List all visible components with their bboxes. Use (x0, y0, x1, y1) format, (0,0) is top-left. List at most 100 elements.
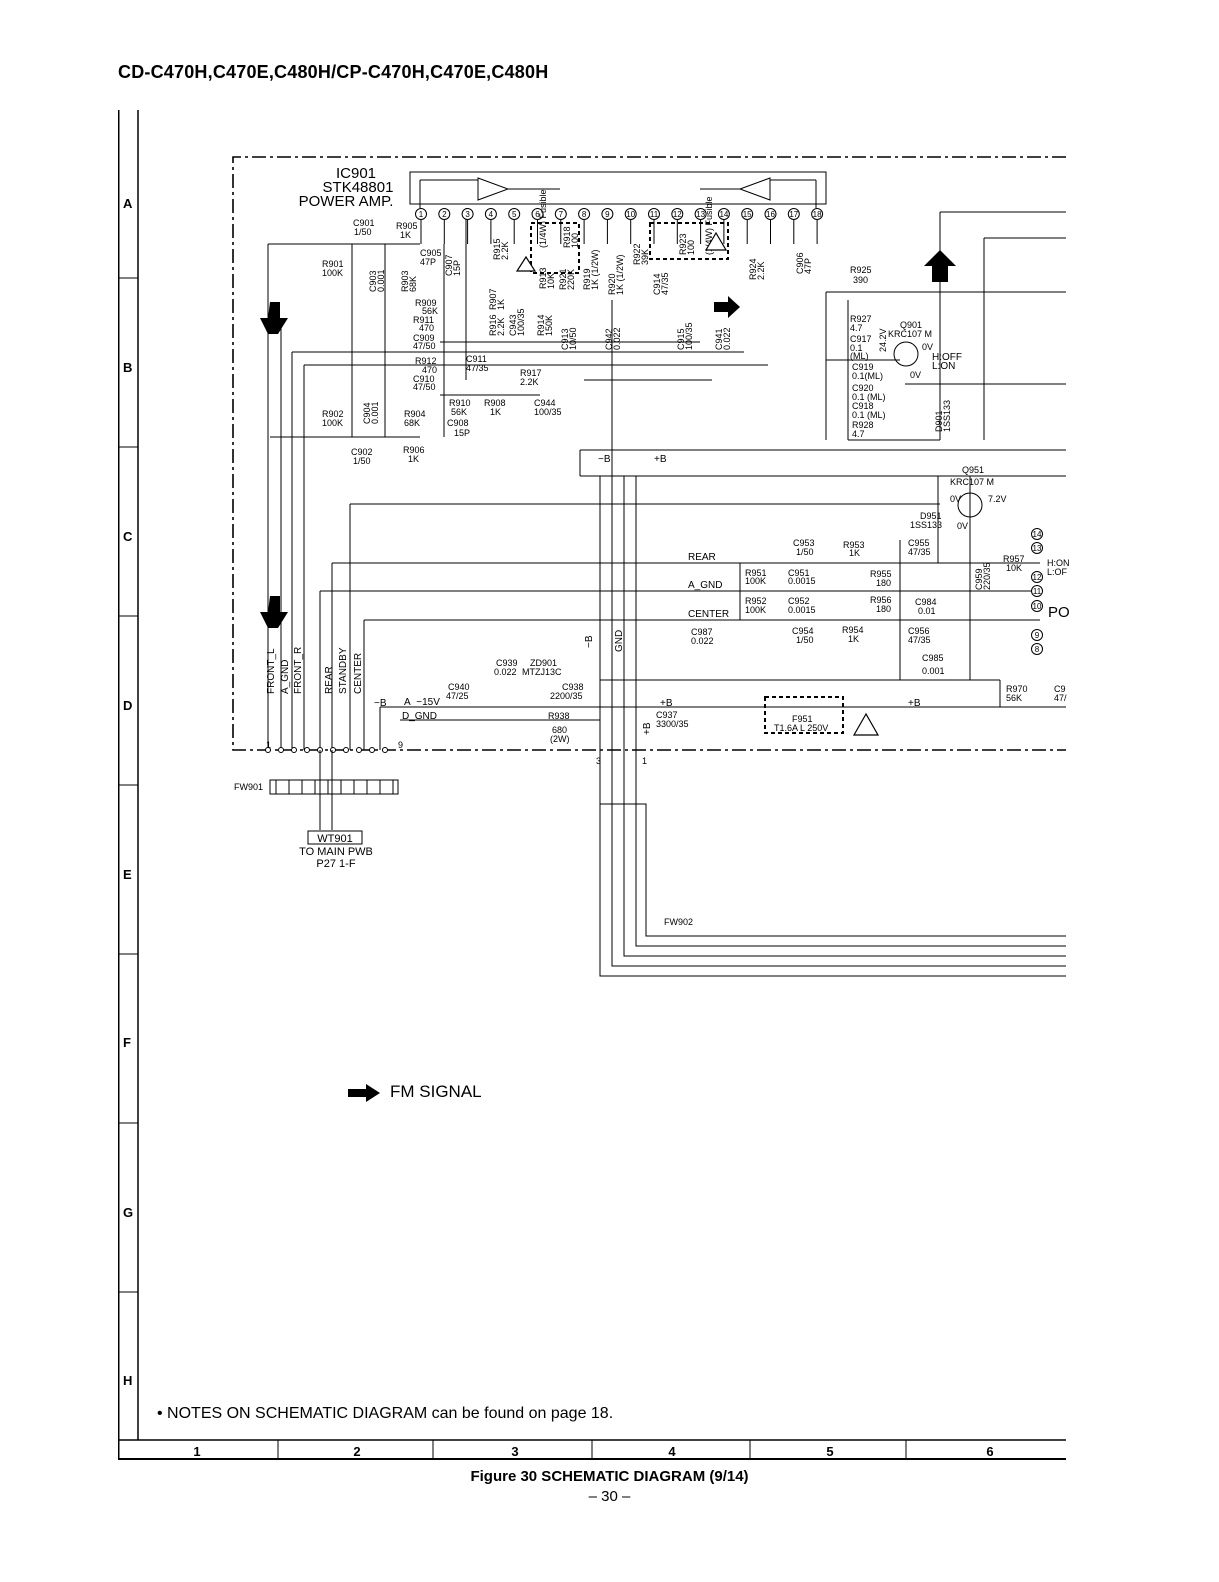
row-label-e: E (123, 867, 132, 882)
right-pin-circle (1031, 571, 1043, 583)
label-fw901: FW901 (234, 782, 263, 792)
label-r902: R902 (322, 409, 344, 419)
label-c915v: 100/35 (684, 322, 694, 350)
label-f951: F951 (792, 714, 813, 724)
right-pin-circle (1031, 643, 1043, 655)
label-c901: C901 (353, 218, 375, 228)
label-r957v: 10K (1006, 563, 1022, 573)
right-pin-number: 9 (1035, 631, 1040, 640)
pin-9: 9 (398, 740, 403, 750)
label-c906v: 47P (803, 258, 813, 274)
right-pin-number: 13 (1033, 544, 1042, 553)
label-r918v: 100 (570, 233, 580, 248)
ic-pin-circle (461, 208, 474, 220)
label-to-main-pwb: TO MAIN PWB (299, 846, 373, 858)
label-r907v: 1K (496, 299, 506, 310)
label-minus-b-bottom: −B (374, 698, 387, 709)
label-c915: C915 (676, 328, 686, 350)
label-r951v: 100K (745, 576, 766, 586)
label-c987: C987 (691, 627, 713, 637)
label-r956: R956 (870, 595, 892, 605)
label-agnd: A_GND (688, 580, 722, 591)
label-q901: Q901 (900, 320, 922, 330)
label-r908v: 1K (490, 407, 501, 417)
label-r904: R904 (404, 409, 426, 419)
label-q951v: KRC107 M (950, 477, 994, 487)
ic-pin-number: 1 (419, 210, 424, 219)
label-fw902: FW902 (664, 917, 693, 927)
label-c913v: 10/50 (568, 327, 578, 350)
label-r928v: 4.7 (852, 429, 865, 439)
label-c938: C938 (562, 682, 584, 692)
label-c937: C937 (656, 710, 678, 720)
label-c942: C942 (604, 328, 614, 350)
label-a-gnd: A_GND (280, 660, 291, 694)
ic-pin-circle (787, 208, 800, 220)
label-r927: R927 (850, 314, 872, 324)
label-f951v: T1.6A L 250V (774, 723, 828, 733)
label-c941v: 0.022 (722, 327, 732, 350)
label-c908: C908 (447, 418, 469, 428)
label-r938w: (2W) (550, 734, 570, 744)
pin-3: 3 (596, 756, 601, 766)
label-r970: R970 (1006, 684, 1028, 694)
label-r928: R928 (852, 420, 874, 430)
row-label-a: A (123, 196, 133, 211)
row-label-h: H (123, 1373, 133, 1388)
connector-node (304, 747, 310, 753)
label-c902: C902 (351, 447, 373, 457)
ic-pin-circle (648, 208, 660, 220)
label-r957: R957 (1003, 554, 1025, 564)
label-c918: C918 (852, 401, 874, 411)
label-hoff: H:OFF (932, 352, 962, 363)
label-c940v: 47/25 (446, 691, 469, 701)
label-c910: C910 (413, 374, 435, 384)
ic-pin-number: 7 (559, 210, 564, 219)
label-rear: REAR (688, 552, 716, 563)
label-r912: R912 (415, 356, 437, 366)
label-c984: C984 (915, 597, 937, 607)
right-pin-number: 12 (1033, 573, 1042, 582)
label-r917v: 2.2K (520, 377, 539, 387)
pin-1-left: 1 (266, 740, 271, 750)
label-c955v: 47/35 (908, 547, 931, 557)
connector-node (278, 747, 284, 753)
label-r913v: 10K (546, 273, 556, 289)
label-front-r: FRONT_R (293, 647, 304, 694)
label-c920: C920 (852, 383, 874, 393)
col-label-3: 3 (511, 1444, 519, 1459)
label-c919: C919 (852, 362, 874, 372)
label-r951: R951 (745, 568, 767, 578)
label-c903v: 0.001 (376, 269, 386, 292)
label-c914: C914 (652, 273, 662, 295)
label-c905v: 47P (420, 257, 436, 267)
label-c9x: C9 (1054, 684, 1066, 694)
label-po: PO (1048, 604, 1070, 621)
label-c906: C906 (795, 252, 805, 274)
ic-pin-circle (508, 208, 521, 220)
ic-pin-number: 14 (719, 210, 728, 219)
label-r922v: 39K (640, 249, 650, 265)
connector-node (343, 747, 349, 753)
right-pin-circle (1031, 629, 1043, 641)
label-24v: 24.2V (878, 328, 888, 352)
legend-fm-signal: FM SIGNAL (390, 1082, 482, 1101)
label-c984v: 0.01 (918, 606, 936, 616)
label-c940: C940 (448, 682, 470, 692)
ic-pin-number: 6 (535, 210, 540, 219)
label-c918v: 0.1 (ML) (852, 410, 886, 420)
page-title: CD-C470H,C470E,C480H/CP-C470H,C470E,C480… (118, 62, 549, 82)
label-r955: R955 (870, 569, 892, 579)
connector-node (265, 747, 271, 753)
ic-pin-number: 2 (442, 210, 447, 219)
label-r917: R917 (520, 368, 542, 378)
label-r923v: 100 (686, 240, 696, 255)
label-c941: C941 (714, 328, 724, 350)
label-d901v: 1SS133 (942, 400, 952, 432)
label-plus-b-vert: +B (642, 722, 653, 735)
label-r915v: 2.2K (500, 241, 510, 260)
ic-part: STK48801 (323, 179, 394, 196)
ic-pin-circle (624, 208, 637, 220)
label-c910v: 47/50 (413, 382, 436, 392)
